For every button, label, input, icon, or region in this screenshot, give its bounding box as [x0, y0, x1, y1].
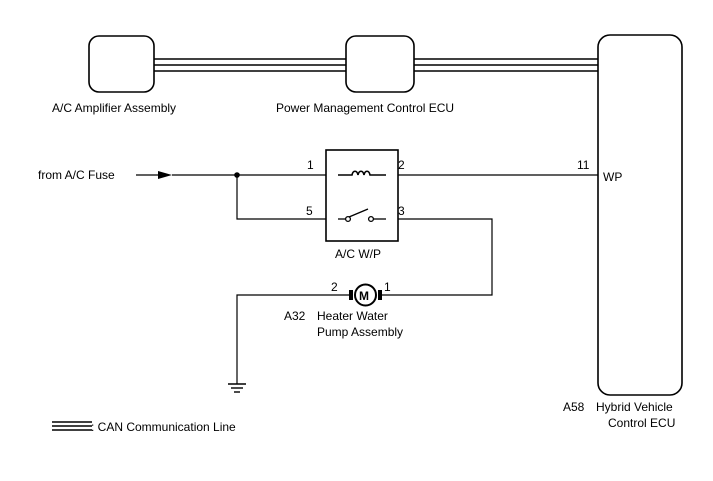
- relay-pin-3: 3: [398, 204, 405, 218]
- ground-icon: [228, 383, 246, 393]
- fuse-source-label: from A/C Fuse: [38, 168, 115, 182]
- source-arrow: [136, 171, 172, 179]
- pump-code: A32: [284, 309, 306, 323]
- relay-switch-icon: [338, 208, 386, 223]
- motor-symbol: M: [359, 289, 369, 303]
- relay-pin-1: 1: [307, 158, 314, 172]
- pump-pin-1: 1: [384, 280, 391, 294]
- hybrid-vehicle-ecu-box: [597, 34, 683, 396]
- legend-text: : CAN Communication Line: [91, 420, 236, 434]
- pump-pin-2: 2: [331, 280, 338, 294]
- can-bus-lines: [154, 58, 598, 72]
- relay-coil-icon: [338, 170, 386, 176]
- hybrid-ecu-code: A58: [563, 400, 585, 414]
- wires: [172, 174, 598, 384]
- relay-box: [325, 149, 399, 242]
- power-management-ecu-label: Power Management Control ECU: [276, 101, 454, 115]
- relay-pin-2: 2: [398, 158, 405, 172]
- power-management-ecu-box: [345, 35, 415, 93]
- ac-amplifier-box: [88, 35, 155, 93]
- motor-icon: [349, 283, 382, 307]
- hybrid-ecu-terminal-number: 11: [577, 158, 590, 172]
- ac-amplifier-label: A/C Amplifier Assembly: [52, 101, 176, 115]
- hybrid-ecu-label-line2: Control ECU: [608, 416, 675, 430]
- pump-label-line2: Pump Assembly: [317, 325, 403, 339]
- junction-dot: [234, 172, 240, 178]
- pump-label-line1: Heater Water: [317, 309, 388, 323]
- relay-label: A/C W/P: [335, 247, 381, 261]
- legend-can-line-icon: [52, 421, 92, 431]
- hybrid-ecu-label-line1: Hybrid Vehicle: [596, 400, 673, 414]
- hybrid-ecu-terminal-label: WP: [603, 170, 622, 184]
- relay-pin-5: 5: [306, 204, 313, 218]
